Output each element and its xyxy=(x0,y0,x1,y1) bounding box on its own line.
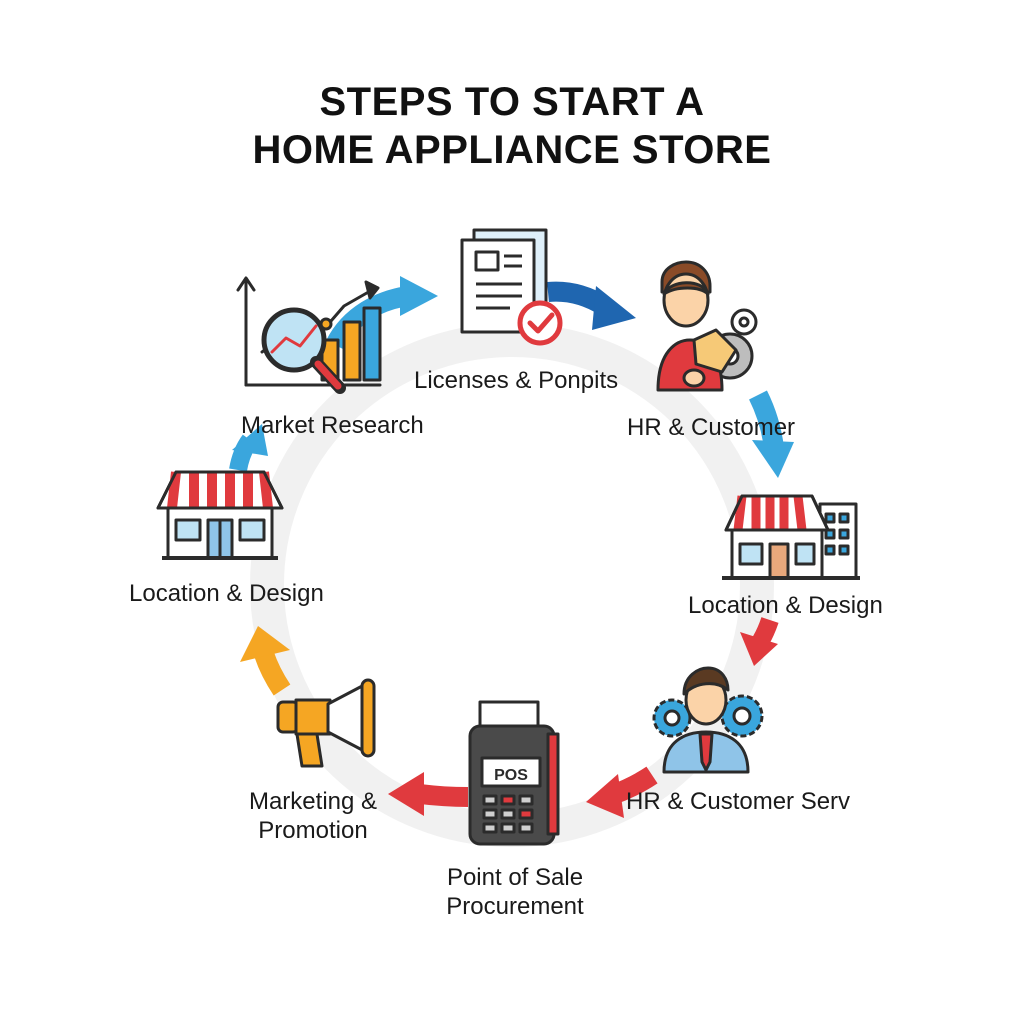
arrow-hrserv-to-pos xyxy=(586,766,658,818)
market-research-chart-icon xyxy=(236,276,382,394)
title-line-2: HOME APPLIANCE STORE xyxy=(252,128,772,172)
label-market-research: Market Research xyxy=(241,412,424,439)
label-marketing-line-2: Promotion xyxy=(258,817,368,844)
person-with-gear-icon xyxy=(656,260,758,392)
label-pos: Point of Sale Procurement xyxy=(430,863,600,921)
label-pos-line-2: Procurement xyxy=(446,893,584,920)
pos-screen-text: POS xyxy=(494,767,528,784)
arrow-pos-to-marketing xyxy=(388,772,469,816)
label-marketing-line-1: Marketing & xyxy=(248,788,378,815)
storefront-building-icon xyxy=(722,494,860,580)
storefront-icon xyxy=(156,470,284,560)
arrow-hr-to-location xyxy=(748,390,794,478)
label-marketing: Marketing & Promotion xyxy=(228,787,398,845)
diagram-title: STEPS TO START A HOME APPLIANCE STORE xyxy=(112,78,912,174)
title-line-1: STEPS TO START A xyxy=(319,80,705,124)
arrow-marketing-to-location xyxy=(240,626,291,696)
label-pos-line-1: Point of Sale xyxy=(446,864,584,891)
label-location-left: Location & Design xyxy=(129,580,324,607)
megaphone-icon xyxy=(276,678,376,768)
label-location-right: Location & Design xyxy=(688,592,883,619)
arrow-location-to-market xyxy=(229,424,268,472)
arrow-location-to-hrserv xyxy=(740,617,779,666)
pos-terminal-icon: POS xyxy=(468,700,560,846)
label-hr-customer: HR & Customer xyxy=(627,414,796,441)
arrow-licenses-to-hr xyxy=(547,281,636,330)
person-with-gears-icon xyxy=(652,666,764,774)
label-licenses: Licenses & Ponpits xyxy=(414,367,619,394)
permit-document-icon xyxy=(460,228,563,346)
label-hr-customer-serv: HR & Customer Serv xyxy=(626,788,851,815)
